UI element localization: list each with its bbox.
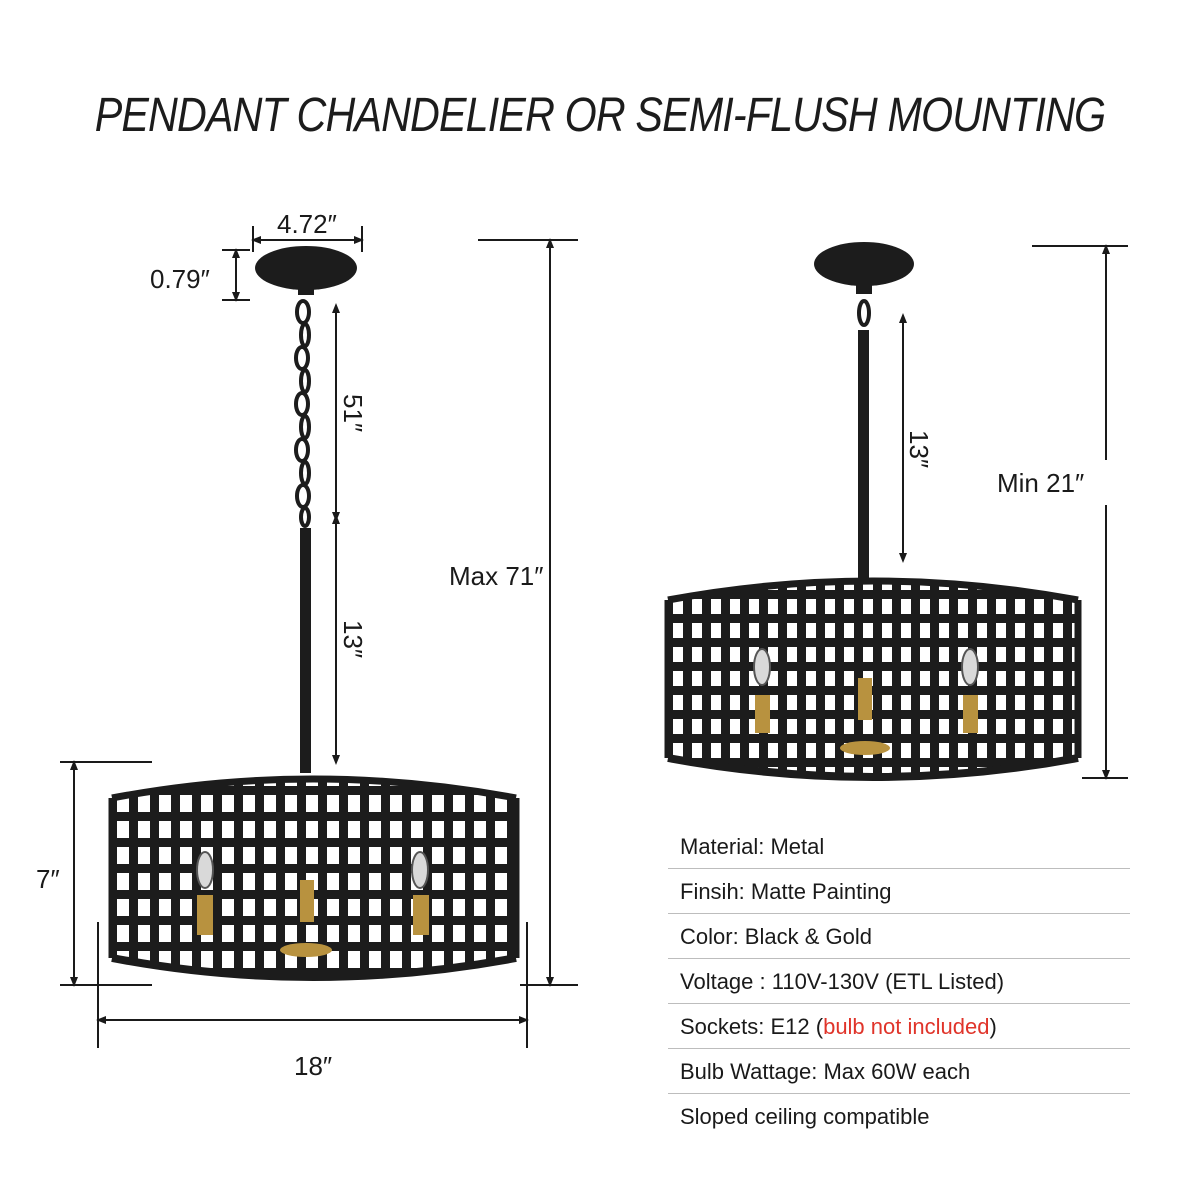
shade-diameter-label: 18″ [294,1051,332,1081]
chain [294,299,311,528]
canopy-right [814,242,914,286]
rod-length-right-label: 13″ [904,430,934,468]
pendant-fixture [108,246,520,981]
canopy-width-label: 4.72″ [277,209,337,239]
spec-item-voltage: Voltage : 110V-130V (ETL Listed) [668,959,1130,1004]
rod-right [858,330,869,580]
rod-left [300,528,311,773]
canopy-left [255,246,357,290]
max-height-label: Max 71″ [449,561,543,591]
candle-sockets-left [196,851,429,957]
dimension-lines [60,226,1128,1048]
spec-item-finish: Finsih: Matte Painting [668,869,1130,914]
spec-item-sockets: Sockets: E12 (bulb not included) [668,1004,1130,1049]
shade-height-label: 7″ [36,864,60,894]
rod-length-left-label: 13″ [338,620,368,658]
canopy-height-label: 0.79″ [150,264,210,294]
spec-item-wattage: Bulb Wattage: Max 60W each [668,1049,1130,1094]
min-height-label: Min 21″ [997,468,1084,498]
spec-item-material: Material: Metal [668,824,1130,869]
bulb-note: bulb not included [823,1014,990,1039]
spec-list: Material: Metal Finsih: Matte Painting C… [668,824,1130,1139]
spec-item-color: Color: Black & Gold [668,914,1130,959]
page-title: PENDANT CHANDELIER OR SEMI-FLUSH MOUNTIN… [94,89,1106,142]
spec-item-sloped-ceiling: Sloped ceiling compatible [680,1104,930,1129]
chain-length-label: 51″ [338,394,368,432]
candle-sockets-right [753,648,979,755]
semi-flush-fixture [664,242,1082,781]
